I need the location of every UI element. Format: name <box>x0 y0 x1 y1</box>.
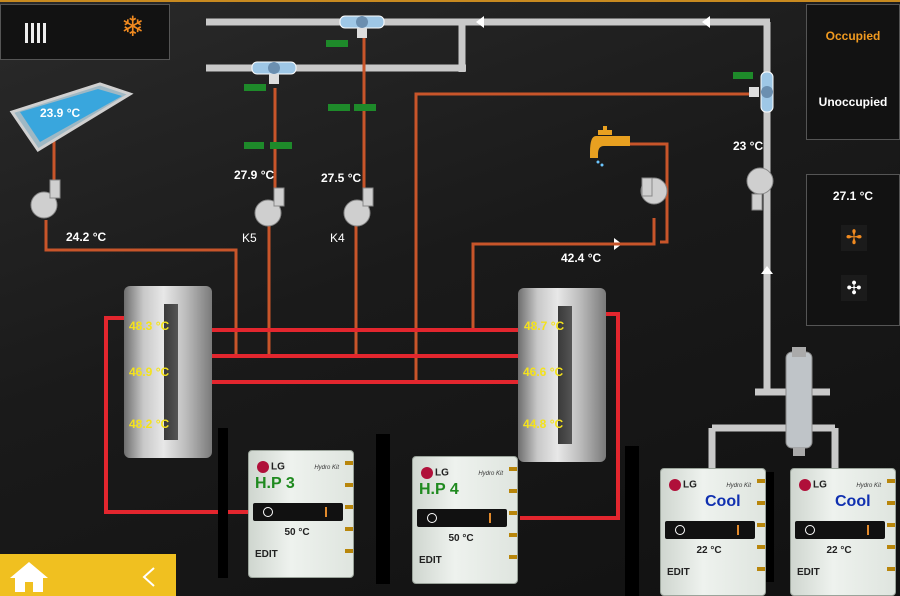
hydro-kit-label: Hydro Kit <box>314 465 339 471</box>
lg-logo: LG <box>669 479 697 491</box>
pump-k4-label: K4 <box>330 231 345 245</box>
buffer-tank-right <box>518 288 606 462</box>
dhw-temperature: 42.4 °C <box>561 251 602 265</box>
lg-logo: LG <box>421 467 449 479</box>
unit-ports <box>887 479 895 579</box>
k5-temperature: 27.9 °C <box>234 168 275 182</box>
tank-right-mid-temp: 46.6 °C <box>523 365 564 379</box>
buffer-tank-left <box>124 286 212 458</box>
unit-name: Cool <box>705 493 741 510</box>
unit-setpoint: 22 °C <box>826 545 852 556</box>
pool-return-temperature: 24.2 °C <box>66 230 107 244</box>
occupancy-panel: Occupied Unoccupied <box>806 4 900 140</box>
unoccupied-button[interactable]: Unoccupied <box>818 95 888 109</box>
unit-setpoint: 22 °C <box>696 545 722 556</box>
k4-temperature: 27.5 °C <box>321 171 362 185</box>
tank-left-top-temp: 48.3 °C <box>129 319 170 333</box>
valve-icons <box>251 15 774 113</box>
unit-name: H.P 3 <box>255 475 295 492</box>
pump-icons <box>30 167 774 227</box>
tank-right-bottom-temp: 44.8 °C <box>523 417 564 431</box>
radiator-icon[interactable] <box>25 23 49 43</box>
edit-button[interactable]: EDIT <box>797 567 820 578</box>
faucet-icon <box>590 126 630 167</box>
edit-button[interactable]: EDIT <box>419 555 442 566</box>
heat-pump-unit[interactable]: LG Hydro Kit H.P 3 50 °C EDIT <box>248 450 354 578</box>
unit-ports <box>509 467 517 567</box>
hydraulic-separator-icon <box>785 347 813 456</box>
hydro-kit-label: Hydro Kit <box>478 471 503 477</box>
unit-name: Cool <box>835 493 871 510</box>
tank-left-bottom-temp: 48.2 °C <box>129 417 170 431</box>
edit-button[interactable]: EDIT <box>667 567 690 578</box>
hot-pipes <box>104 312 620 520</box>
unit-setpoint: 50 °C <box>284 527 310 538</box>
lg-logo: LG <box>257 461 285 473</box>
fan-icon[interactable]: ✢ <box>841 225 867 251</box>
unit-display <box>665 521 755 539</box>
unit-ports <box>757 479 765 579</box>
unit-display <box>795 521 885 539</box>
unit-display <box>253 503 343 521</box>
valve-status-indicators <box>244 40 753 149</box>
unit-setpoint: 50 °C <box>448 533 474 544</box>
chiller-unit[interactable]: LG Hydro Kit Cool 22 °C EDIT <box>660 468 766 596</box>
home-icon[interactable] <box>8 560 50 594</box>
occupied-button[interactable]: Occupied <box>825 29 881 43</box>
pool-temperature: 23.9 °C <box>40 106 81 120</box>
room-panel: 27.1 °C ✢ ✣ <box>806 174 900 326</box>
pool-icon <box>9 82 134 153</box>
unit-name: H.P 4 <box>419 481 459 498</box>
snowflake-icon[interactable]: ❄ <box>121 11 145 42</box>
pump-k5-label: K5 <box>242 231 257 245</box>
lg-logo: LG <box>799 479 827 491</box>
unit-ports <box>345 461 353 561</box>
fan-off-icon[interactable]: ✣ <box>841 275 867 301</box>
mode-selector: ❄ <box>0 4 170 60</box>
footer-nav <box>0 554 176 596</box>
hydro-kit-label: Hydro Kit <box>726 483 751 489</box>
hydro-kit-label: Hydro Kit <box>856 483 881 489</box>
tank-left-mid-temp: 46.9 °C <box>129 365 170 379</box>
heat-pump-unit[interactable]: LG Hydro Kit H.P 4 50 °C EDIT <box>412 456 518 584</box>
unit-display <box>417 509 507 527</box>
chiller-line-temperature: 23 °C <box>733 139 764 153</box>
edit-button[interactable]: EDIT <box>255 549 278 560</box>
tank-right-top-temp: 48.7 °C <box>524 319 565 333</box>
back-arrow-icon[interactable] <box>140 566 160 588</box>
room-temperature: 27.1 °C <box>832 189 874 203</box>
chiller-unit[interactable]: LG Hydro Kit Cool 22 °C EDIT <box>790 468 896 596</box>
